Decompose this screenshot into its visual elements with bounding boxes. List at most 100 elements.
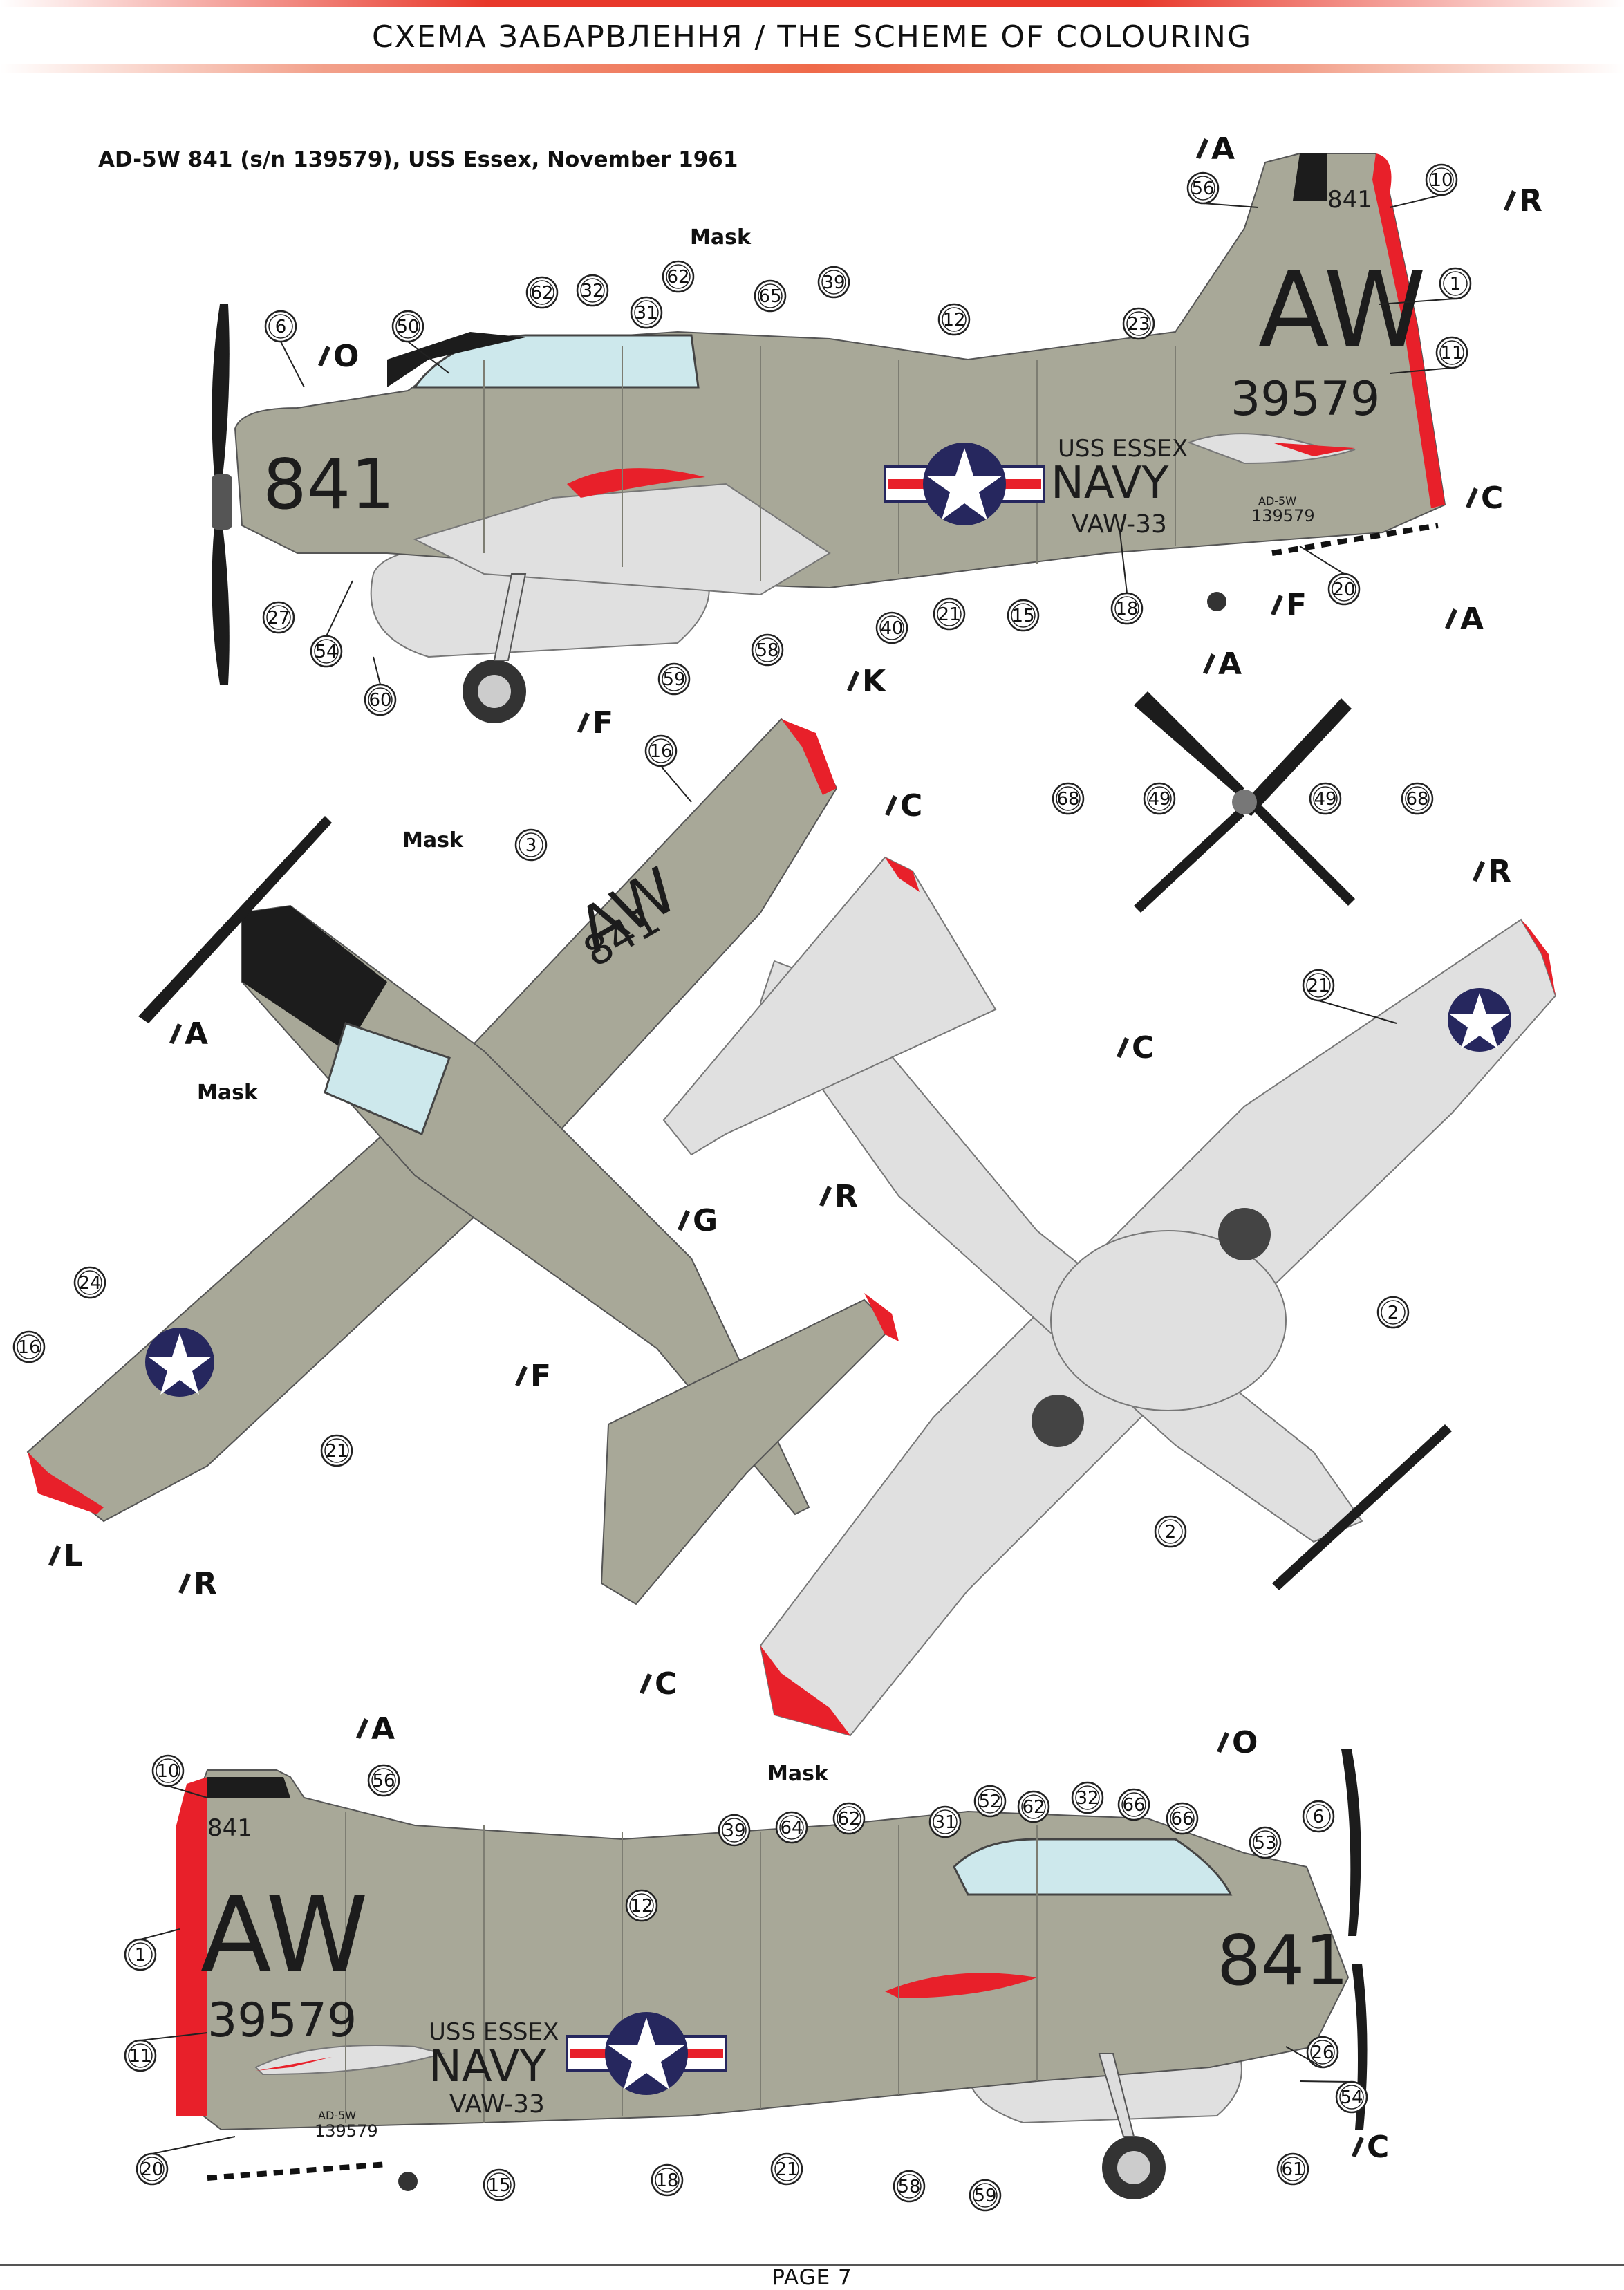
callout-ring [1443,271,1468,296]
callout-ring [1280,2157,1305,2181]
callout-circle [751,633,784,667]
prop-detail-blade [1134,809,1244,913]
callout-ring [1381,1300,1406,1325]
callout: 2 [1376,1296,1410,1329]
callout-ring [648,738,673,763]
callout: 66 [1166,1802,1199,1835]
paint-marker: R [819,1179,858,1214]
squadron-name: VAW-33 [1072,510,1167,539]
callout: 26 [1306,2036,1339,2069]
tail-wheel [1207,592,1226,611]
lower-insignia [1448,988,1511,1052]
callout-ring [779,1815,804,1840]
callout-ring [314,639,339,664]
callout: 52 [973,1785,1007,1818]
paint-letter: R [834,1179,858,1214]
callout: 3 [514,828,548,862]
radome-lower [1050,1230,1287,1411]
callout-circle [514,828,548,862]
callout: 18 [651,2163,684,2197]
callout-circle [1154,1515,1187,1548]
callout-ring [1011,603,1036,628]
callout-number: 49 [1314,789,1336,810]
callout: 23 [1122,307,1155,340]
paint-marker: A [1203,646,1242,682]
callout: 24 [73,1266,106,1299]
paint-marker: C [640,1666,677,1702]
callout-circle [933,597,966,631]
header-bottom-stripe [0,64,1624,73]
national-insignia [884,443,1045,525]
callout-ring [128,2043,153,2068]
callout-ring [77,1270,102,1295]
paint-marker: O [1217,1725,1258,1760]
paint-brush-icon [1352,2137,1364,2157]
callout-circle [1071,1781,1104,1814]
tail-serial-right: 39579 [207,1993,357,2048]
callout-number: 58 [897,2177,920,2197]
callout: 54 [1335,2080,1368,2114]
callout: 53 [1249,1826,1282,1859]
callout-number: 16 [649,741,672,762]
callout-number: 62 [1022,1797,1045,1818]
callout: 20 [136,2152,169,2186]
callout-number: 26 [1311,2042,1334,2063]
callout-number: 20 [140,2159,163,2180]
callout-number: 59 [662,669,685,690]
callout-circle [657,662,691,696]
callout-ring [395,314,420,339]
callout-circle [754,279,787,313]
callout: 68 [1401,782,1434,815]
intake-red [885,1973,1037,1998]
callout: 21 [933,597,966,631]
callout-number: 32 [1076,1788,1099,1809]
callout-circle [770,2152,803,2186]
callout: 65 [754,279,787,313]
tail-code: AW [1258,250,1426,371]
paint-brush-icon [1473,861,1485,882]
callout-number: 1 [1450,274,1462,295]
callout-number: 65 [758,286,781,307]
paint-brush-icon [1203,653,1215,674]
nose-black-panel [242,906,387,1051]
callout-number: 16 [17,1337,40,1358]
callout-circle [320,1434,353,1467]
paint-marker: L [48,1538,83,1574]
paint-marker: G [678,1203,718,1238]
callout-number: 15 [487,2175,510,2196]
callout-ring [1310,2040,1335,2065]
callout-circle [1122,307,1155,340]
callout-ring [774,2157,799,2181]
squadron-name-right: VAW-33 [449,2090,545,2119]
callout: 10 [1425,163,1458,196]
callout-number: 56 [1191,178,1214,199]
callout-number: 11 [1440,343,1463,364]
callout: 6 [1302,1800,1335,1833]
callout-ring [655,2168,680,2193]
paint-letter: C [1481,481,1503,516]
callout-ring [837,1806,861,1831]
propeller-detail [1134,691,1355,913]
exhaust-red-right [256,2057,332,2071]
callout: 40 [875,611,908,644]
callout: 56 [1186,171,1220,205]
callout-number: 24 [78,1273,101,1294]
callout: 39 [718,1814,751,1847]
callout-circle [1309,782,1342,815]
callout-ring [1147,786,1172,811]
callout-ring [324,1438,349,1463]
callout: 21 [770,2152,803,2186]
paint-brush-icon [885,795,897,816]
callout-ring [1306,1804,1331,1829]
paint-letter: L [64,1538,83,1574]
main-gear-leg [493,573,527,661]
callout-ring [268,314,293,339]
paint-brush-icon [1466,487,1478,508]
callout-number: 2 [1388,1303,1399,1323]
callout-ring [1170,1806,1195,1831]
main-gear-leg-right [1098,2053,1135,2137]
callout-number: 15 [1011,606,1034,626]
callout-number: 31 [635,303,657,324]
callout-circle [1052,782,1085,815]
right-side-view: 841 AW 39579 USS ESSEX NAVY VAW-33 AD-5W… [176,1749,1368,2199]
